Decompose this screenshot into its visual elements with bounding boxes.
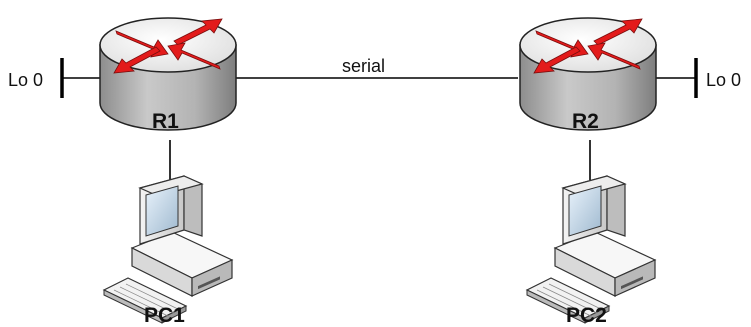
r2-loopback-label: Lo 0 bbox=[706, 70, 741, 90]
pc2-icon bbox=[526, 175, 656, 324]
r2-name-label: R2 bbox=[572, 110, 599, 133]
pc2-name-label: PC2 bbox=[566, 304, 607, 327]
pc1-name-label: PC1 bbox=[144, 304, 185, 327]
serial-link-label: serial bbox=[342, 56, 385, 76]
r1-loopback-label: Lo 0 bbox=[8, 70, 43, 90]
pc1-icon bbox=[103, 175, 233, 324]
r1-name-label: R1 bbox=[152, 110, 179, 133]
